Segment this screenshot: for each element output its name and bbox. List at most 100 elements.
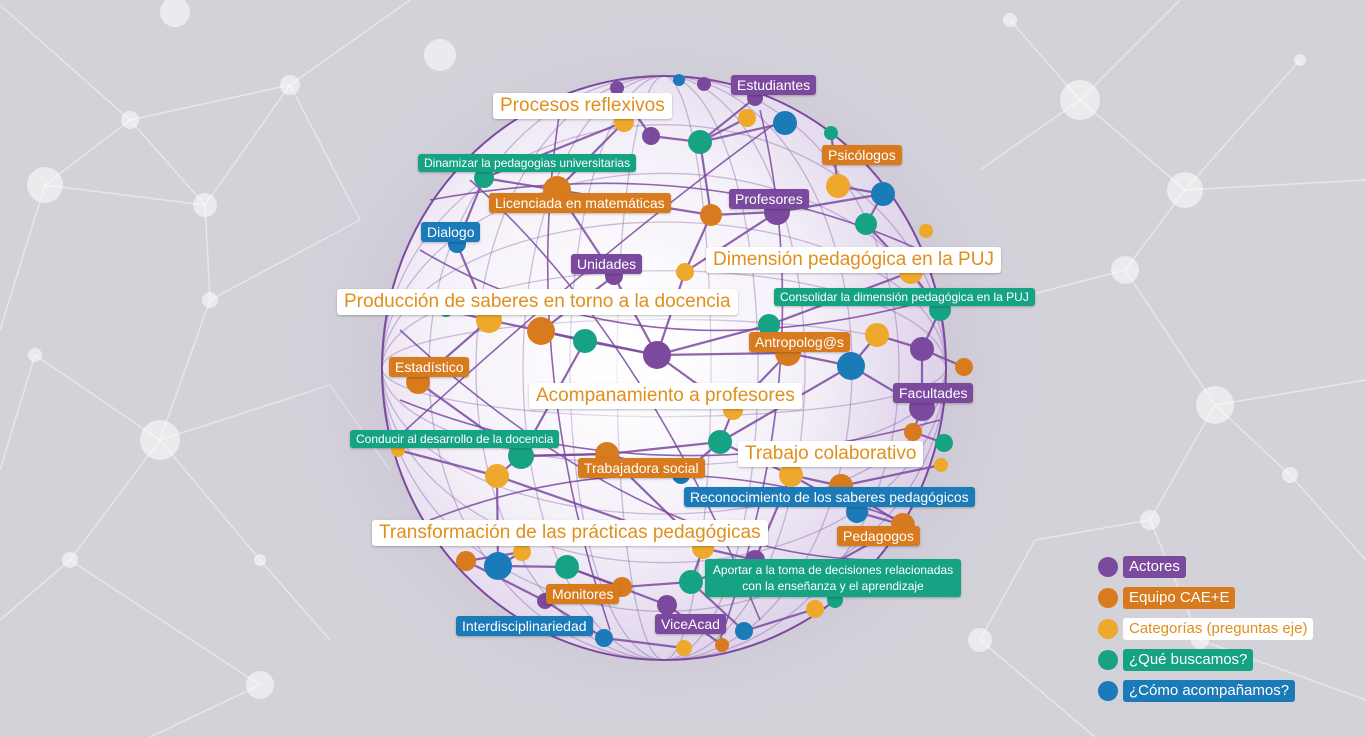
network-node (910, 337, 934, 361)
network-node (824, 126, 838, 140)
network-node (508, 443, 534, 469)
network-node (676, 640, 692, 656)
label-antropologos: Antropolog@s (749, 332, 850, 352)
network-node (865, 323, 889, 347)
label-psicologos: Psicólogos (822, 145, 902, 165)
legend-label-actores: Actores (1123, 556, 1186, 578)
network-node (855, 213, 877, 235)
legend-item-categorias: Categorías (preguntas eje) (1098, 617, 1314, 641)
network-node (779, 463, 803, 487)
network-node (573, 329, 597, 353)
legend-dot-equipo (1098, 588, 1118, 608)
legend-dot-como-acompanamos (1098, 681, 1118, 701)
network-edge (684, 211, 778, 273)
network-node (955, 358, 973, 376)
label-interdisciplinariedad: Interdisciplinariedad (456, 616, 593, 636)
label-transformacion: Transformación de las prácticas pedagógi… (372, 520, 768, 546)
legend-label-equipo: Equipo CAE+E (1123, 587, 1236, 609)
network-node (871, 182, 895, 206)
legend-item-que-buscamos: ¿Qué buscamos? (1098, 648, 1254, 672)
label-profesores: Profesores (729, 189, 809, 209)
sphere-parallel (381, 172, 947, 564)
label-dinamizar: Dinamizar la pedagogias universitarias (418, 154, 637, 172)
label-aportar: Aportar a la toma de decisiones relacion… (705, 559, 961, 597)
legend-label-como-acompanamos: ¿Cómo acompañamos? (1123, 680, 1296, 702)
network-edge (520, 452, 608, 458)
network-edge (397, 448, 498, 478)
label-dialogo: Dialogo (421, 222, 481, 242)
network-curve (419, 249, 931, 332)
sphere-parallel (381, 221, 947, 515)
label-facultades: Facultades (893, 383, 974, 403)
network-node (806, 600, 824, 618)
network-node (679, 570, 703, 594)
network-edge (603, 636, 685, 650)
network-edge (698, 141, 713, 216)
label-unidades: Unidades (571, 254, 643, 274)
legend-item-como-acompanamos: ¿Cómo acompañamos? (1098, 679, 1296, 703)
label-consolidar: Consolidar la dimensión pedagógica en la… (774, 288, 1035, 306)
label-monitores: Monitores (546, 584, 620, 604)
network-node (643, 341, 671, 369)
network-node (555, 555, 579, 579)
label-licenciada: Licenciada en matemáticas (489, 193, 671, 213)
network-node (904, 423, 922, 441)
network-node (676, 263, 694, 281)
legend-item-actores: Actores (1098, 555, 1186, 579)
network-node (595, 629, 613, 647)
legend-dot-categorias (1098, 619, 1118, 639)
network-node (738, 109, 756, 127)
network-node (474, 168, 494, 188)
network-edge (465, 560, 546, 602)
network-node (919, 224, 933, 238)
network-curve (399, 399, 941, 457)
network-node (456, 551, 476, 571)
network-node (513, 543, 531, 561)
network-edge (743, 607, 816, 633)
network-edge (776, 192, 884, 214)
label-estadistico: Estadístico (389, 357, 470, 377)
network-node (708, 430, 732, 454)
network-node (610, 81, 624, 95)
label-reconocimiento: Reconocimiento de los saberes pedagógico… (684, 487, 975, 507)
network-node (673, 74, 685, 86)
label-produccion-saberes: Producción de saberes en torno a la doce… (337, 289, 738, 315)
legend-item-equipo: Equipo CAE+E (1098, 586, 1236, 610)
label-estudiantes: Estudiantes (731, 75, 817, 95)
network-edge (606, 440, 721, 456)
network-node (485, 464, 509, 488)
network-node (837, 352, 865, 380)
label-pedagogos: Pedagogos (837, 526, 920, 546)
network-curve (399, 329, 881, 561)
legend-dot-actores (1098, 557, 1118, 577)
network-node (826, 174, 850, 198)
network-node (527, 317, 555, 345)
legend-dot-que-buscamos (1098, 650, 1118, 670)
network-node (758, 314, 780, 336)
network-node (484, 552, 512, 580)
network-node (697, 77, 711, 91)
label-procesos-reflexivos: Procesos reflexivos (493, 93, 672, 119)
network-edge (840, 463, 942, 488)
label-trabajadora-social: Trabajadora social (578, 458, 705, 478)
label-trabajo-colaborativo: Trabajo colaborativo (738, 441, 924, 467)
network-node (773, 111, 797, 135)
legend-label-que-buscamos: ¿Qué buscamos? (1123, 649, 1254, 671)
network-node (688, 130, 712, 154)
network-node (735, 622, 753, 640)
network-node (935, 434, 953, 452)
label-viceacad: ViceAcad (655, 614, 726, 634)
network-node (700, 204, 722, 226)
network-node (642, 127, 660, 145)
network-edge (690, 581, 745, 632)
background-nodes (27, 0, 1306, 699)
network-edge (656, 351, 789, 357)
label-conducir: Conducir al desarrollo de la docencia (350, 430, 560, 448)
network-node (657, 595, 677, 615)
network-node (934, 458, 948, 472)
label-acompanamiento: Acompanamiento a profesores (529, 383, 802, 409)
legend-label-categorias: Categorías (preguntas eje) (1123, 618, 1314, 640)
label-dimension-pedagogica: Dimensión pedagógica en la PUJ (706, 247, 1001, 273)
